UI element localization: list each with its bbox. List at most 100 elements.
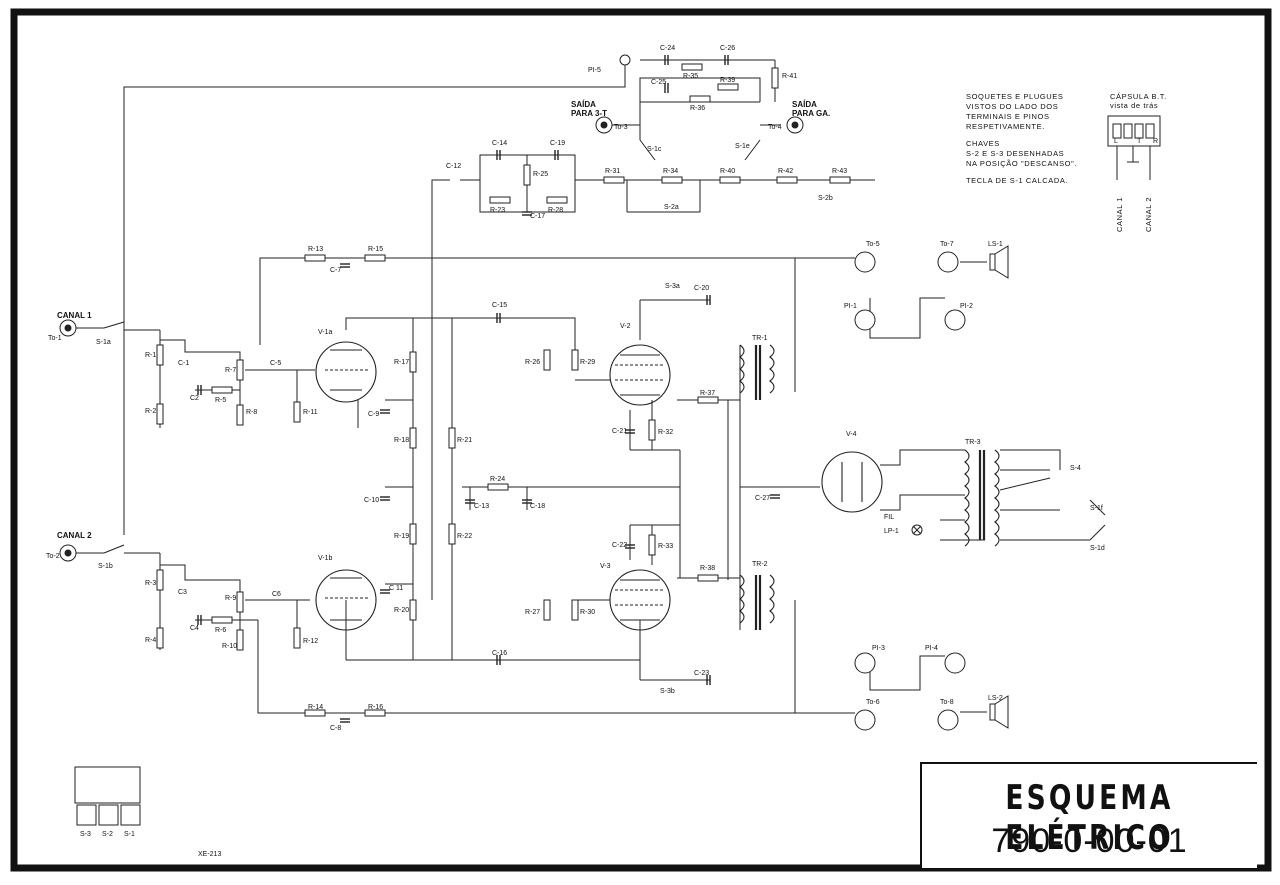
part-label-pi-4: PI-4 — [925, 645, 938, 652]
keyboard-labels: S-3 S-2 S-1 — [80, 831, 135, 838]
part-label-r-40: R-40 — [720, 168, 735, 175]
part-label-r-29: R-29 — [580, 359, 595, 366]
part-label-to-6: To-6 — [866, 699, 880, 706]
part-label-r-9: R-9 — [225, 595, 236, 602]
part-label-r-10: R-10 — [222, 643, 237, 650]
keyboard-diagram — [74, 766, 141, 826]
part-label-to-7: To-7 — [940, 241, 954, 248]
tube-grids — [325, 364, 665, 606]
to3-label: To-3 — [614, 124, 628, 131]
drawing-code: XE-213 — [198, 851, 221, 858]
part-labels: R-1R-2R-3R-4R-5R-6R-7R-8R-9R-10R-11R-12R… — [145, 45, 1105, 732]
part-label-v-1b: V-1b — [318, 555, 333, 562]
lamp-cross — [912, 525, 922, 535]
part-label-r-26: R-26 — [525, 359, 540, 366]
resistor-bodies — [156, 63, 851, 717]
part-label-v-2: V-2 — [620, 323, 631, 330]
part-label-r-42: R-42 — [778, 168, 793, 175]
part-label-c-10: C-10 — [364, 497, 379, 504]
part-label-r-24: R-24 — [490, 476, 505, 483]
part-label-c2: C2 — [190, 395, 199, 402]
title-block: ESQUEMA ELÉTRICO 790-0-00-01 — [920, 762, 1257, 868]
part-label-c-13: C-13 — [474, 503, 489, 510]
part-label-c-25: C-25 — [651, 79, 666, 86]
part-label-c-19: C-19 — [550, 140, 565, 147]
to1-label: To-1 — [48, 335, 62, 342]
part-label-fil: FIL — [884, 514, 894, 521]
s1b-label: S-1b — [98, 563, 113, 570]
note-sockets-2: VISTOS DO LADO DOS — [966, 102, 1058, 111]
part-label-r-5: R-5 — [215, 397, 226, 404]
part-label-c-22: C-22 — [612, 542, 627, 549]
part-label-r-18: R-18 — [394, 437, 409, 444]
saida3t-line2: PARA 3-T — [571, 109, 607, 118]
part-label-r-15: R-15 — [368, 246, 383, 253]
component-labels: CANAL 1 To-1 S-1a CANAL 2 To-2 S-1b SAÍD… — [46, 67, 830, 858]
part-label-r-21: R-21 — [457, 437, 472, 444]
notes-block: SOQUETES E PLUGUES VISTOS DO LADO DOS TE… — [966, 92, 1166, 232]
note-sockets-1: SOQUETES E PLUGUES — [966, 92, 1064, 101]
capsule-canal2: CANAL 2 — [1144, 197, 1153, 232]
part-label-r-39: R-39 — [720, 77, 735, 84]
part-label-r-25: R-25 — [533, 171, 548, 178]
capsule-pin-t: T — [1137, 138, 1142, 145]
s1a-label: S-1a — [96, 339, 111, 346]
part-label-r-2: R-2 — [145, 408, 156, 415]
capsule-pin-l: L — [1114, 138, 1119, 145]
part-label-r-3: R-3 — [145, 580, 156, 587]
part-label-c6: C6 — [272, 591, 281, 598]
part-label-r-36: R-36 — [690, 105, 705, 112]
part-label-r-20: R-20 — [394, 607, 409, 614]
capsule-canal1: CANAL 1 — [1115, 197, 1124, 232]
part-label-tr-2: TR-2 — [752, 561, 768, 568]
part-label-r-6: R-6 — [215, 627, 226, 634]
part-label-c-20: C-20 — [694, 285, 709, 292]
capsule-pin-r: R — [1153, 138, 1159, 145]
part-label-ls-2: LS-2 — [988, 695, 1003, 702]
kbd-s2: S-2 — [102, 831, 113, 838]
part-label-c-7: C-7 — [330, 267, 341, 274]
note-switches-3: NA POSIÇÃO "DESCANSO". — [966, 159, 1077, 168]
part-label-v-4: V-4 — [846, 431, 857, 438]
part-label-c3: C3 — [178, 589, 187, 596]
part-label-s-3b: S-3b — [660, 688, 675, 695]
pl5-label: PI-5 — [588, 67, 601, 74]
part-label-r-35: R-35 — [683, 73, 698, 80]
note-switches-1: CHAVES — [966, 139, 1000, 148]
part-label-r-38: R-38 — [700, 565, 715, 572]
part-label-ls-1: LS-1 — [988, 241, 1003, 248]
part-label-r-1: R-1 — [145, 352, 156, 359]
part-label-c-14: C-14 — [492, 140, 507, 147]
part-label-r-41: R-41 — [782, 73, 797, 80]
part-label-s-3a: S-3a — [665, 283, 680, 290]
title-main: ESQUEMA ELÉTRICO — [1005, 778, 1174, 858]
kbd-s3: S-3 — [80, 831, 91, 838]
part-label-c-16: C-16 — [492, 650, 507, 657]
part-label-r-23: R-23 — [490, 207, 505, 214]
part-label-r-4: R-4 — [145, 637, 156, 644]
part-label-to-8: To-8 — [940, 699, 954, 706]
part-label-r-19: R-19 — [394, 533, 409, 540]
kbd-s1: S-1 — [124, 831, 135, 838]
part-label-r-16: R-16 — [368, 704, 383, 711]
part-label-r-7: R-7 — [225, 367, 236, 374]
part-label-r-14: R-14 — [308, 704, 323, 711]
transformer-windings — [739, 344, 1106, 630]
part-label-c-11: C 11 — [389, 585, 403, 592]
part-label-c-9: C-9 — [368, 411, 379, 418]
part-label-r-31: R-31 — [605, 168, 620, 175]
part-label-v-3: V-3 — [600, 563, 611, 570]
part-label-r-11: R-11 — [303, 409, 318, 416]
part-label-s-1c: S-1c — [647, 146, 662, 153]
part-label-c-26: C-26 — [720, 45, 735, 52]
saida3t-line1: SAÍDA — [571, 100, 596, 109]
part-label-s-2b: S-2b — [818, 195, 833, 202]
note-key: TECLA DE S-1 CALCADA. — [966, 176, 1068, 185]
part-label-r-22: R-22 — [457, 533, 472, 540]
tube-envelopes — [315, 341, 883, 631]
part-label-tr-3: TR-3 — [965, 439, 981, 446]
capacitor-plates — [197, 55, 780, 723]
note-switches-2: S-2 E S-3 DESENHADAS — [966, 149, 1064, 158]
part-label-pi-2: PI-2 — [960, 303, 973, 310]
canal2-label: CANAL 2 — [57, 531, 92, 540]
